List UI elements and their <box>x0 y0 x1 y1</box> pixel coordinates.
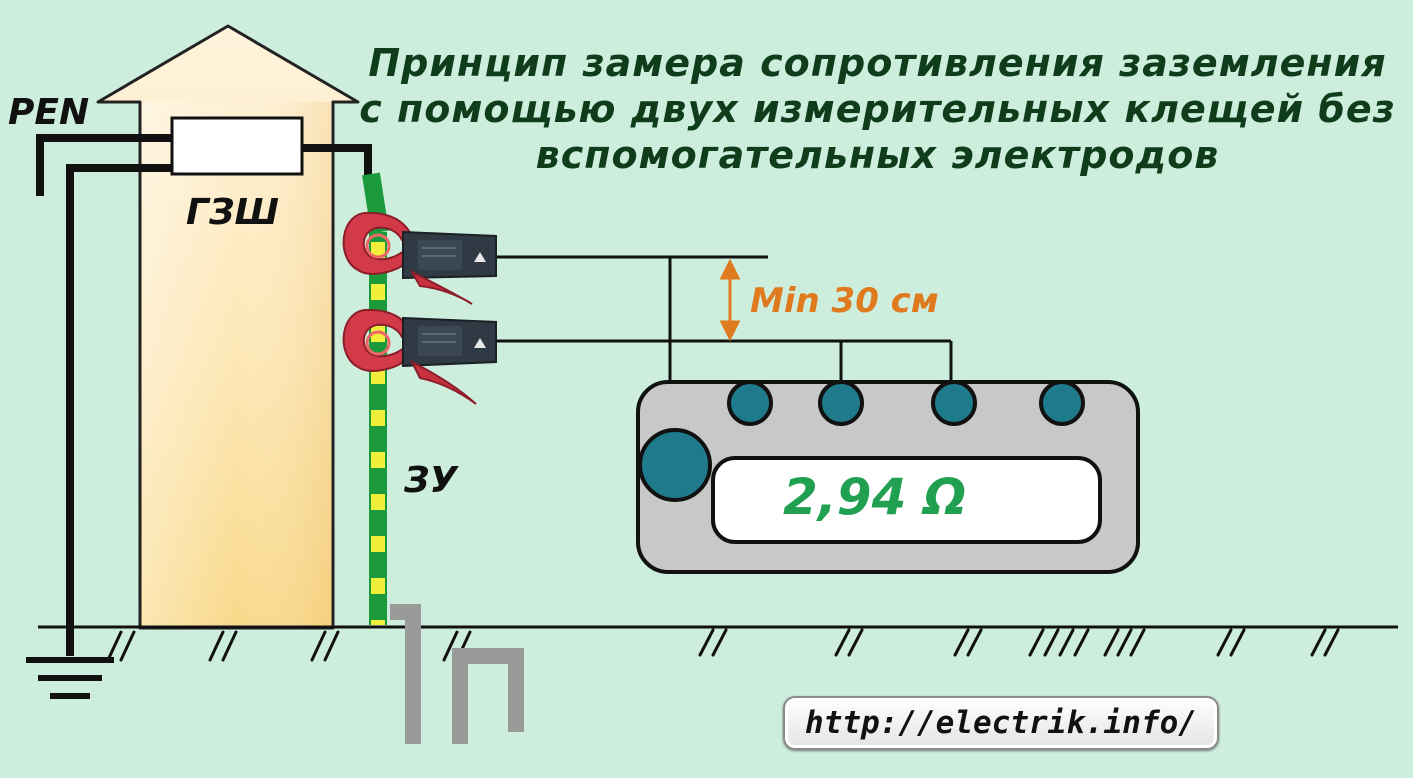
building <box>96 24 360 630</box>
zu-label: ЗУ <box>403 460 460 501</box>
website-url: http://electrik.info/ <box>805 705 1197 741</box>
gzsh-box <box>170 116 304 176</box>
measuring-wires <box>492 255 953 384</box>
current-clamp-upper <box>342 211 497 305</box>
current-clamp-lower <box>342 308 497 405</box>
grounding-conductor <box>362 172 389 625</box>
earth-tester <box>636 380 1140 574</box>
website-url-badge: http://electrik.info/ <box>783 696 1219 750</box>
ground-hatching <box>106 628 1340 662</box>
title-line-3: вспомогательных электродов <box>535 133 1220 177</box>
distance-marker <box>719 258 741 342</box>
title-line-1: Принцип замера сопротивления заземления <box>368 41 1387 85</box>
pen-conductor <box>36 134 174 656</box>
pen-label: PEN <box>8 92 89 133</box>
resistance-reading: 2,94 Ω <box>783 468 966 526</box>
ground-electrode <box>390 604 524 744</box>
min-distance-label: Min 30 см <box>750 281 939 321</box>
earth-ground-symbol <box>26 657 114 699</box>
gzsh-label: ГЗШ <box>186 192 279 233</box>
bus-to-electrode-wire <box>302 144 372 178</box>
title-line-2: с помощью двух измерительных клещей без <box>359 87 1396 131</box>
diagram-title: Принцип замера сопротивления заземления … <box>350 40 1405 178</box>
